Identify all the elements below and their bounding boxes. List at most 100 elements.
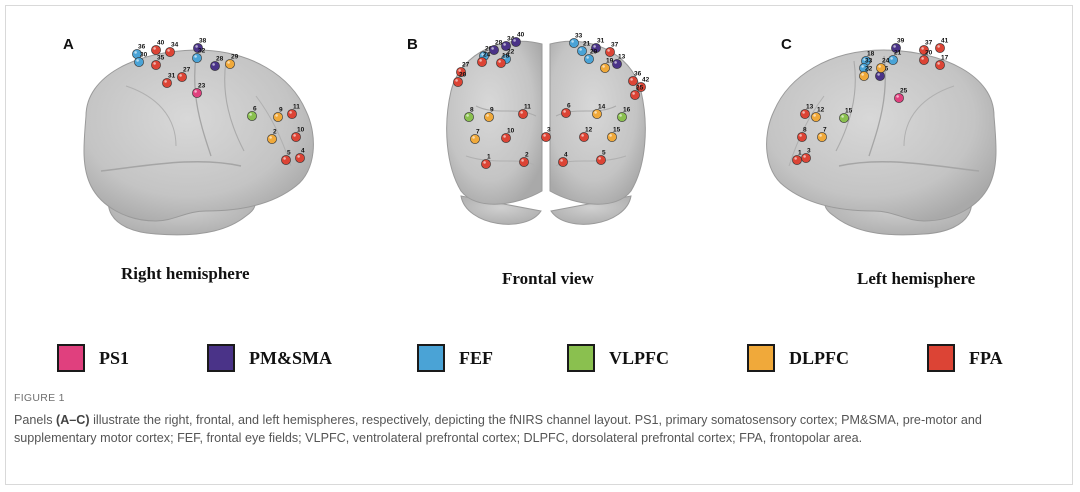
channel-marker: 37 — [605, 42, 619, 57]
channel-dot — [584, 54, 594, 64]
channel-number: 28 — [495, 40, 503, 47]
channel-number: 40 — [517, 32, 525, 39]
channel-number: 33 — [865, 58, 873, 65]
channel-number: 9 — [279, 107, 283, 114]
channel-dot-highlight — [479, 59, 482, 62]
channel-marker: 27 — [456, 62, 470, 77]
channel-dot-highlight — [579, 48, 582, 51]
channel-marker: 9 — [273, 107, 283, 122]
channel-number: 38 — [199, 38, 207, 45]
channel-dot-highlight — [877, 73, 880, 76]
channel-dot-highlight — [598, 157, 601, 160]
channel-dot — [859, 71, 869, 81]
channel-dot — [225, 59, 235, 69]
channel-dot-highlight — [212, 63, 215, 66]
channel-marker: 36 — [628, 71, 642, 86]
channel-number: 20 — [459, 72, 467, 79]
channel-dot-highlight — [503, 135, 506, 138]
channel-dot-highlight — [638, 84, 641, 87]
channel-marker: 12 — [811, 107, 825, 122]
panel-c-title: Left hemisphere — [857, 269, 976, 288]
channel-dot — [935, 43, 945, 53]
channel-number: 36 — [138, 44, 146, 51]
channel-dot — [876, 63, 886, 73]
channel-dot — [630, 90, 640, 100]
channel-dot-highlight — [289, 111, 292, 114]
channel-marker: 20 — [453, 72, 467, 87]
legend-label: PS1 — [99, 347, 130, 368]
channel-marker: 12 — [579, 127, 593, 142]
channel-dot-highlight — [632, 92, 635, 95]
channel-marker: 36 — [132, 44, 146, 59]
channel-dot — [607, 132, 617, 142]
channel-dot — [561, 108, 571, 118]
channel-marker: 41 — [935, 38, 949, 53]
channel-dot-highlight — [560, 159, 563, 162]
channel-number: 2 — [525, 152, 529, 159]
channel-number: 24 — [882, 58, 890, 65]
channel-dot-highlight — [466, 114, 469, 117]
channel-dot-highlight — [136, 59, 139, 62]
channel-dot — [134, 57, 144, 67]
channel-dot-highlight — [602, 65, 605, 68]
channel-dot — [192, 53, 202, 63]
channel-marker: 11 — [518, 104, 531, 119]
channel-dot-highlight — [543, 134, 546, 137]
channel-dot — [192, 88, 202, 98]
channel-dot — [496, 58, 506, 68]
channel-number: 1 — [487, 154, 491, 161]
channel-number: 18 — [867, 51, 875, 58]
channel-dot — [888, 55, 898, 65]
channel-dot-highlight — [486, 114, 489, 117]
channel-number: 22 — [865, 66, 873, 73]
channel-dot-highlight — [483, 161, 486, 164]
channel-dot-highlight — [164, 80, 167, 83]
channel-number: 25 — [636, 85, 644, 92]
channel-marker: 27 — [177, 67, 191, 82]
channel-marker: 7 — [470, 129, 480, 144]
panel-b-title: Frontal view — [502, 269, 594, 288]
channel-dot-highlight — [458, 69, 461, 72]
channel-dot — [287, 109, 297, 119]
channel-dot — [605, 47, 615, 57]
channel-number: 23 — [198, 83, 206, 90]
channel-marker: 16 — [617, 107, 631, 122]
channel-marker: 17 — [935, 55, 949, 70]
channel-dot — [518, 109, 528, 119]
channel-marker: 10 — [501, 128, 515, 143]
channel-number: 12 — [817, 107, 825, 114]
legend-item-ps1: PS1 — [57, 344, 129, 372]
channel-number: 1 — [798, 150, 802, 157]
channel-number: 31 — [168, 73, 176, 80]
channel-dot-highlight — [194, 90, 197, 93]
legend-item-dlpfc: DLPFC — [747, 344, 849, 372]
channel-number: 13 — [806, 104, 814, 111]
channel-marker: 25 — [894, 88, 908, 103]
channel-dot — [894, 93, 904, 103]
legend-item-fef: FEF — [417, 344, 493, 372]
channel-number: 7 — [823, 127, 827, 134]
right-hemisphere-brain — [83, 49, 314, 236]
channel-marker: 39 — [891, 38, 905, 53]
channel-dot-highlight — [249, 113, 252, 116]
channel-dot — [919, 55, 929, 65]
channel-marker: 31 — [162, 73, 176, 88]
channel-marker: 29 — [584, 49, 598, 64]
left-hemisphere-brain — [766, 49, 997, 236]
channel-dot — [489, 45, 499, 55]
channel-dot-highlight — [563, 110, 566, 113]
legend-item-vlpfc: VLPFC — [567, 344, 669, 372]
channel-marker: 3 — [541, 127, 551, 142]
channel-dot-highlight — [878, 65, 881, 68]
channel-marker: 5 — [596, 150, 606, 165]
channel-dot — [612, 59, 622, 69]
channel-number: 5 — [287, 150, 291, 157]
channel-number: 37 — [611, 42, 619, 49]
channel-marker: 21 — [577, 41, 591, 56]
channel-number: 20 — [925, 50, 933, 57]
channel-number: 4 — [301, 148, 305, 155]
channel-number: 17 — [941, 55, 949, 62]
